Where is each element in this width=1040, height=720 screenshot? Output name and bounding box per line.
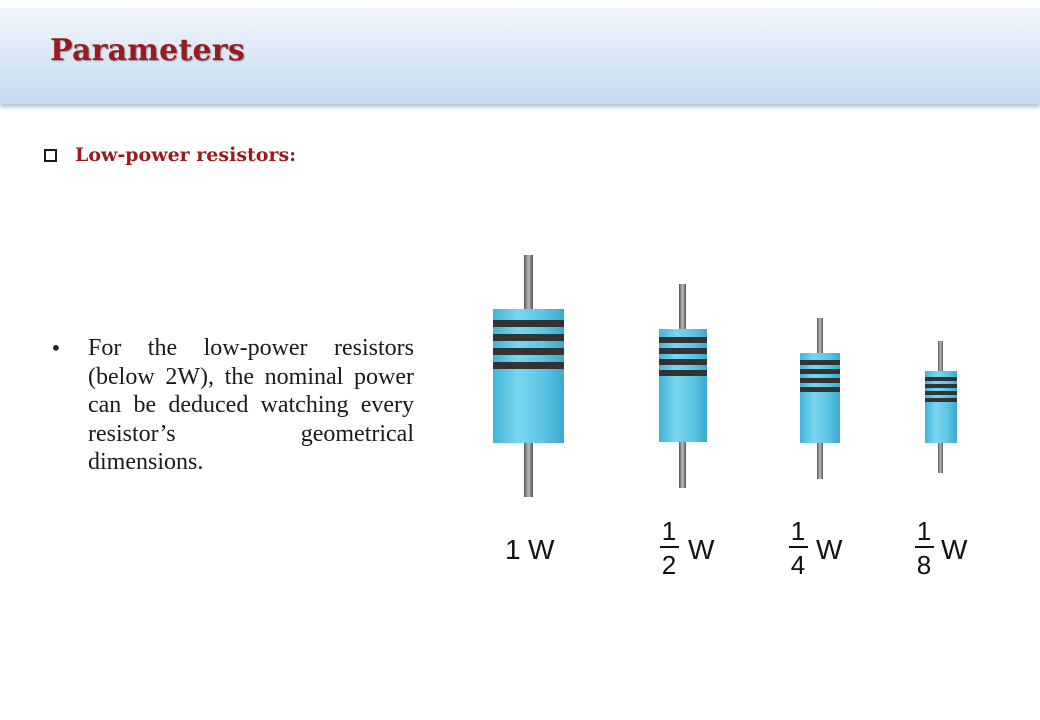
label-denominator: 2: [662, 550, 676, 580]
label-whole: 1: [505, 534, 521, 565]
title-bar: [0, 8, 1040, 104]
color-band: [659, 348, 707, 354]
resistor-half-w: [659, 284, 707, 488]
subheading: Low-power resistors:: [44, 144, 296, 166]
color-band: [800, 378, 840, 383]
lead-bottom: [524, 441, 533, 497]
label-denominator: 8: [917, 550, 931, 580]
bullet-point: • For the low-power resistors (below 2W)…: [50, 334, 414, 477]
color-band: [800, 360, 840, 365]
label-unit: W: [816, 534, 843, 565]
color-band: [800, 369, 840, 374]
color-band: [925, 398, 957, 402]
resistor-figure: 1 W 1 2 W 1 4 W 1 8 W: [470, 245, 1010, 595]
label-unit: W: [688, 534, 715, 565]
bullet-dot-icon: •: [50, 336, 62, 360]
color-band: [925, 384, 957, 388]
label-numerator: 1: [791, 516, 805, 546]
resistor-body: [659, 329, 707, 442]
color-band: [800, 387, 840, 392]
lead-top: [524, 255, 533, 311]
resistor-eighth-w: [925, 341, 957, 473]
subheading-label: Low-power resistors:: [75, 144, 297, 166]
lead-top: [817, 318, 823, 356]
resistor-body: [800, 353, 840, 443]
label-denominator: 4: [791, 550, 805, 580]
lead-top: [938, 341, 943, 373]
color-band: [493, 348, 564, 355]
lead-bottom: [679, 440, 686, 488]
color-band: [925, 391, 957, 395]
resistor-illustration: 1 W 1 2 W 1 4 W 1 8 W: [493, 255, 968, 580]
page-title: Parameters: [50, 33, 245, 68]
fraction-bar: [789, 546, 808, 548]
label-unit: W: [528, 534, 555, 565]
label-eighth-w: 1 8 W: [915, 516, 968, 580]
label-half-w: 1 2 W: [660, 516, 715, 580]
resistor-body: [925, 371, 957, 443]
resistor-quarter-w: [800, 318, 840, 479]
fraction-bar: [915, 546, 934, 548]
label-unit: W: [941, 534, 968, 565]
fraction-bar: [660, 546, 679, 548]
lead-top: [679, 284, 686, 332]
label-1w: 1 W: [505, 534, 555, 565]
color-band: [659, 337, 707, 343]
bullet-text: For the low-power resistors (below 2W), …: [88, 335, 414, 475]
label-numerator: 1: [662, 516, 676, 546]
checkbox-bullet-icon: [44, 148, 57, 162]
color-band: [493, 320, 564, 327]
color-band: [659, 370, 707, 376]
color-band: [493, 334, 564, 341]
label-quarter-w: 1 4 W: [789, 516, 843, 580]
color-band: [925, 377, 957, 381]
lead-bottom: [817, 441, 823, 479]
resistor-body: [493, 309, 564, 443]
label-numerator: 1: [917, 516, 931, 546]
color-band: [493, 362, 564, 369]
lead-bottom: [938, 441, 943, 473]
color-band: [659, 359, 707, 365]
resistor-1w: [493, 255, 564, 497]
